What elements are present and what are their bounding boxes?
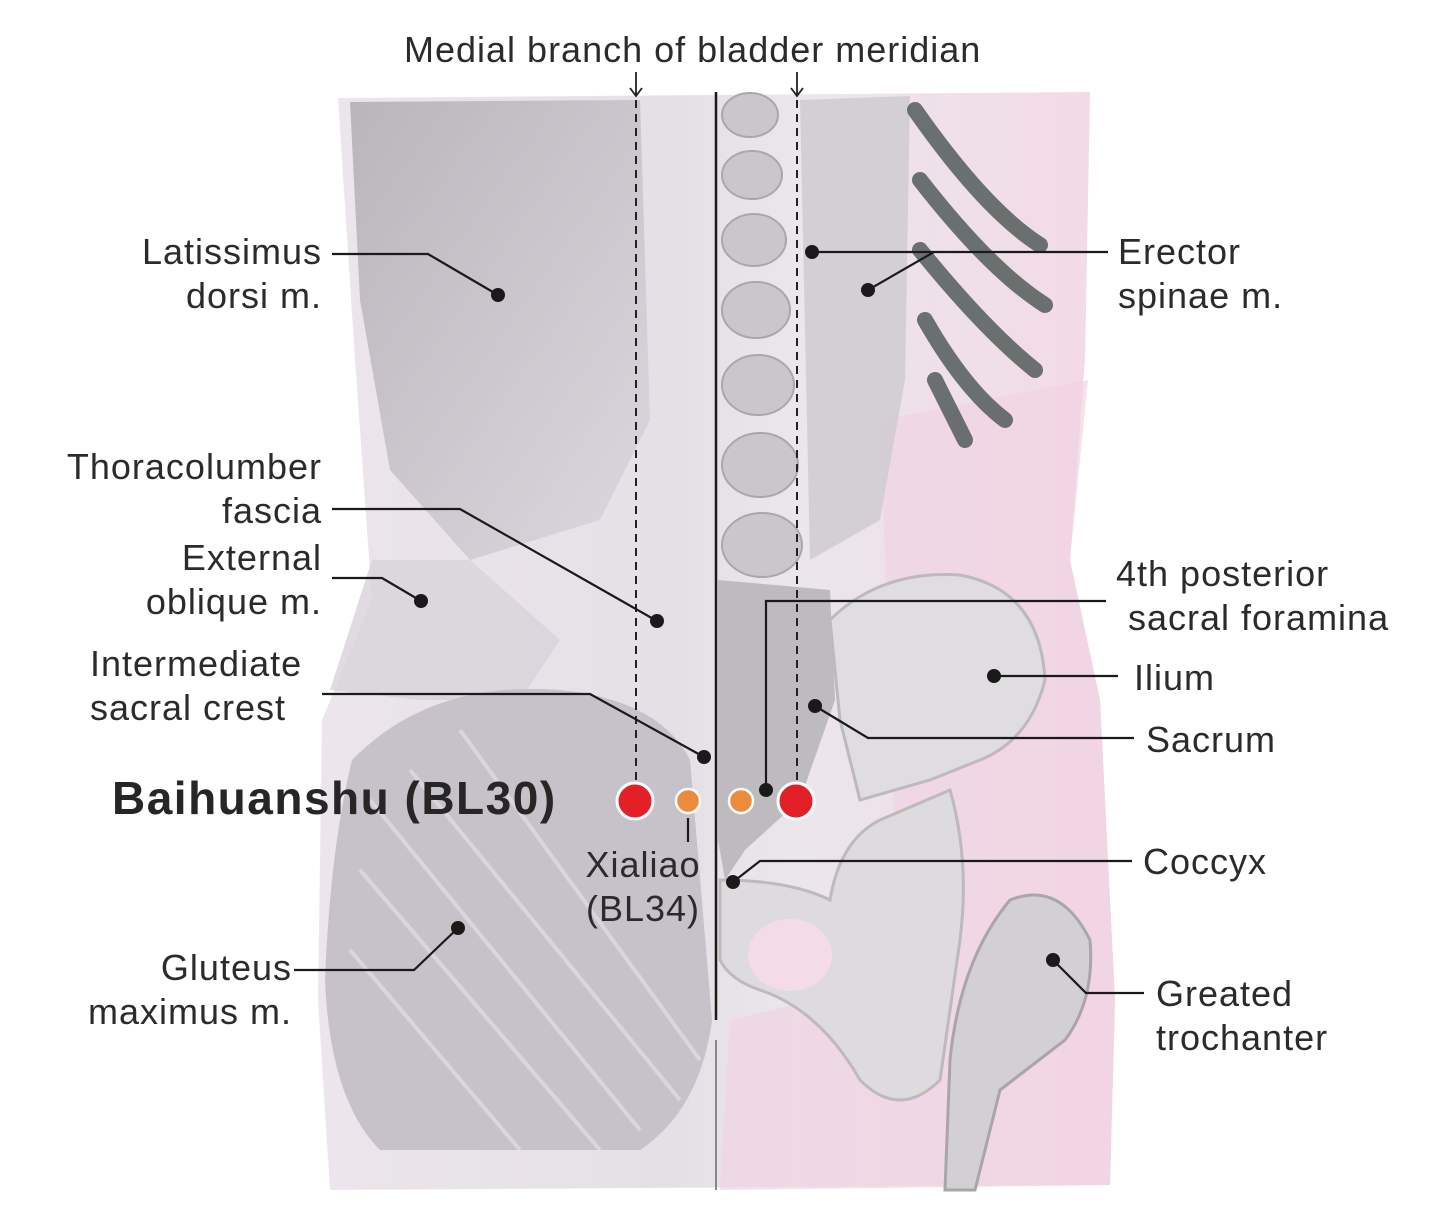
label-sacral-foramina-line1: 4th posterior (1116, 553, 1330, 594)
label-gluteus-line1: Gluteus (160, 947, 292, 988)
label-gluteus: Gluteus maximus m. (88, 946, 292, 1034)
label-thoracolumbar: Thoracolumber fascia (67, 445, 322, 533)
spine-vertebrae (721, 92, 803, 578)
label-coccyx: Coccyx (1143, 841, 1268, 882)
label-gluteus-line2: maximus m. (87, 991, 292, 1032)
label-sacral-foramina-line2: sacral foramina (1128, 597, 1390, 638)
leader-dots (414, 245, 1060, 967)
label-xialiao: Xialiao (BL34) (578, 843, 708, 931)
acupoint-name: Baihuanshu (BL30) (112, 772, 557, 824)
bl34-point-right (727, 787, 755, 815)
label-thoracolumbar-line2: fascia (221, 490, 322, 531)
label-trochanter-line1: Greated (1156, 973, 1294, 1014)
label-latissimus-line1: Latissimus (141, 231, 322, 272)
external-oblique-muscle (330, 560, 560, 700)
label-external-oblique: External oblique m. (146, 536, 322, 624)
label-sacrum: Sacrum (1146, 719, 1277, 760)
label-intermediate-crest: Intermediate sacral crest (90, 642, 302, 730)
label-intermediate-crest-line1: Intermediate (90, 643, 303, 684)
obturator-foramen (748, 919, 832, 991)
label-xialiao-line2: (BL34) (585, 888, 701, 929)
label-intermediate-crest-line2: sacral crest (90, 687, 287, 728)
label-xialiao-line1: Xialiao (585, 844, 701, 885)
bl30-point-left (615, 781, 655, 821)
ilium-bone (828, 573, 1047, 802)
label-latissimus-line2: dorsi m. (185, 275, 322, 316)
ribs (907, 102, 1053, 448)
label-erector: Erector spinae m. (1118, 230, 1283, 318)
label-erector-line1: Erector (1118, 231, 1242, 272)
gluteus-fibers (348, 728, 702, 1152)
label-erector-line2: spinae m. (1118, 275, 1284, 316)
label-sacral-foramina: 4th posterior sacral foramina (1116, 552, 1389, 640)
bl30-point-right (776, 781, 816, 821)
label-trochanter-line2: trochanter (1156, 1017, 1329, 1058)
label-external-oblique-line1: External (181, 537, 322, 578)
erector-spinae-muscle (800, 96, 910, 560)
meridian-arrow-right (790, 72, 804, 98)
pelvis-lower (718, 787, 965, 1102)
meridian-arrow-left (629, 72, 643, 98)
meridian-title: Medial branch of bladder meridian (404, 29, 982, 70)
label-ilium: Ilium (1134, 657, 1216, 698)
label-latissimus: Latissimus dorsi m. (142, 230, 322, 318)
femur-bone (943, 893, 1093, 1192)
bl34-point-left (674, 787, 702, 815)
label-thoracolumbar-line1: Thoracolumber (66, 446, 322, 487)
latissimus-muscle (350, 100, 650, 560)
leader-lines (294, 250, 1144, 995)
label-external-oblique-line2: oblique m. (145, 581, 322, 622)
label-trochanter: Greated trochanter (1156, 972, 1328, 1060)
